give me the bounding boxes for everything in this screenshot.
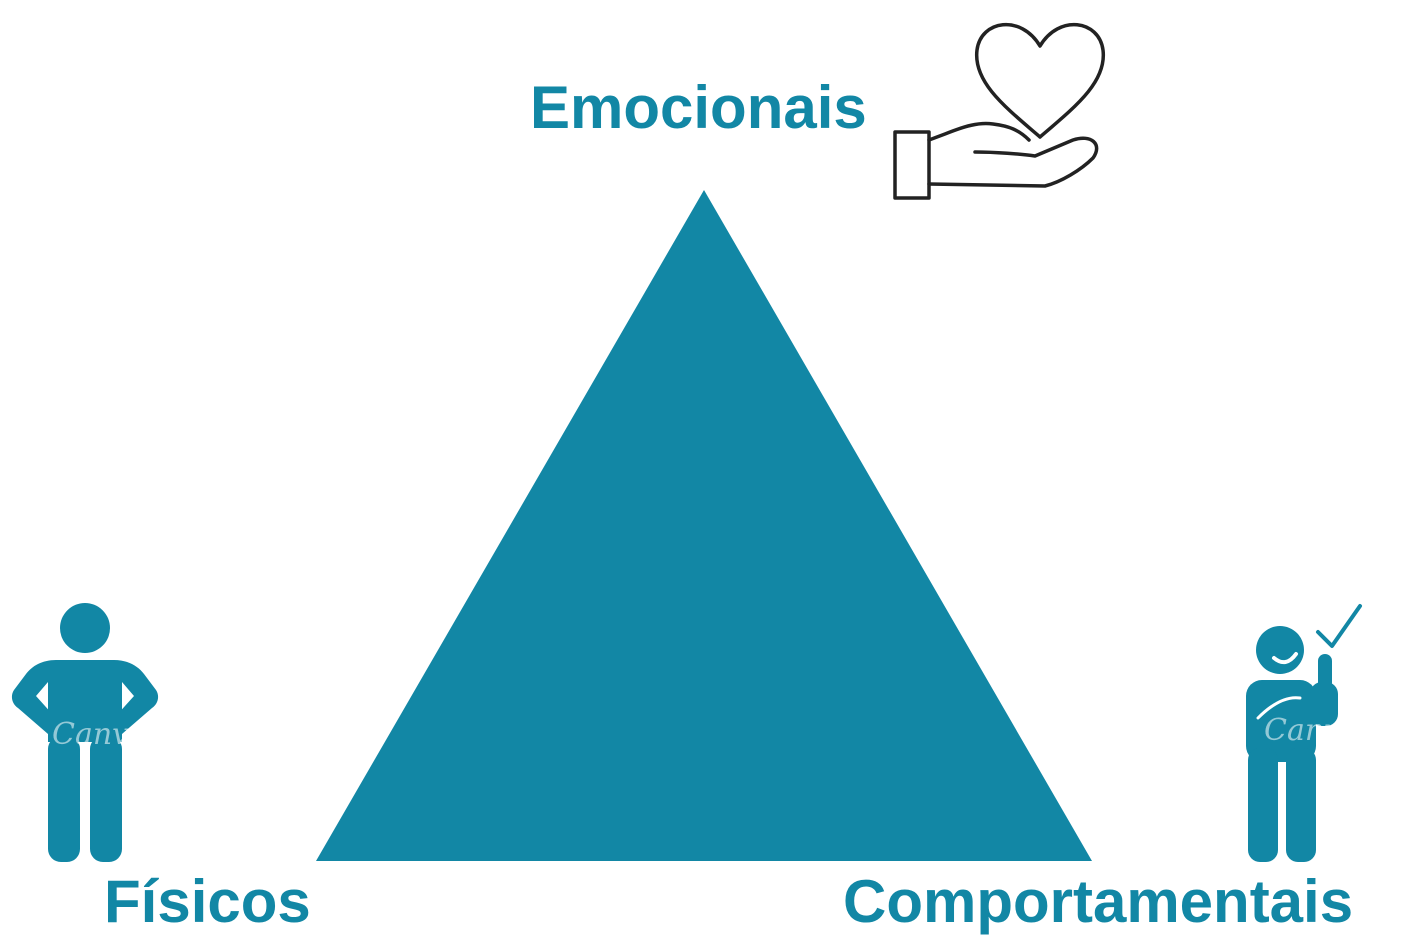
person-hands-on-hips-icon: Canva [11,603,159,862]
person-thumbs-up-check-icon: Canva [1246,604,1362,862]
label-comportamentais: Comportamentais [843,868,1354,935]
heart-icon [975,22,1105,139]
canva-watermark: Canva [1264,713,1359,748]
person-torso [1246,680,1316,762]
person-thumb [1318,654,1332,690]
person-left-leg [48,736,80,862]
person-raised-arm [1310,682,1338,726]
hand-holding-heart-icon [893,22,1105,200]
person-right-leg [1286,748,1316,862]
person-right-leg [90,736,122,862]
person-head [1256,626,1304,674]
checkmark-icon [1316,604,1362,648]
person-torso-arms [11,660,159,742]
person-folded-arm [1256,696,1302,720]
smile [1272,652,1298,665]
person-left-leg [1248,748,1278,862]
label-fisicos: Físicos [104,868,311,935]
person-head [60,603,110,653]
canva-watermark: Canva [52,717,147,752]
triangle-fill [316,190,1092,861]
label-emocionais: Emocionais [530,74,867,141]
sleeve-cuff [893,130,931,200]
hand-outline [927,121,1099,188]
